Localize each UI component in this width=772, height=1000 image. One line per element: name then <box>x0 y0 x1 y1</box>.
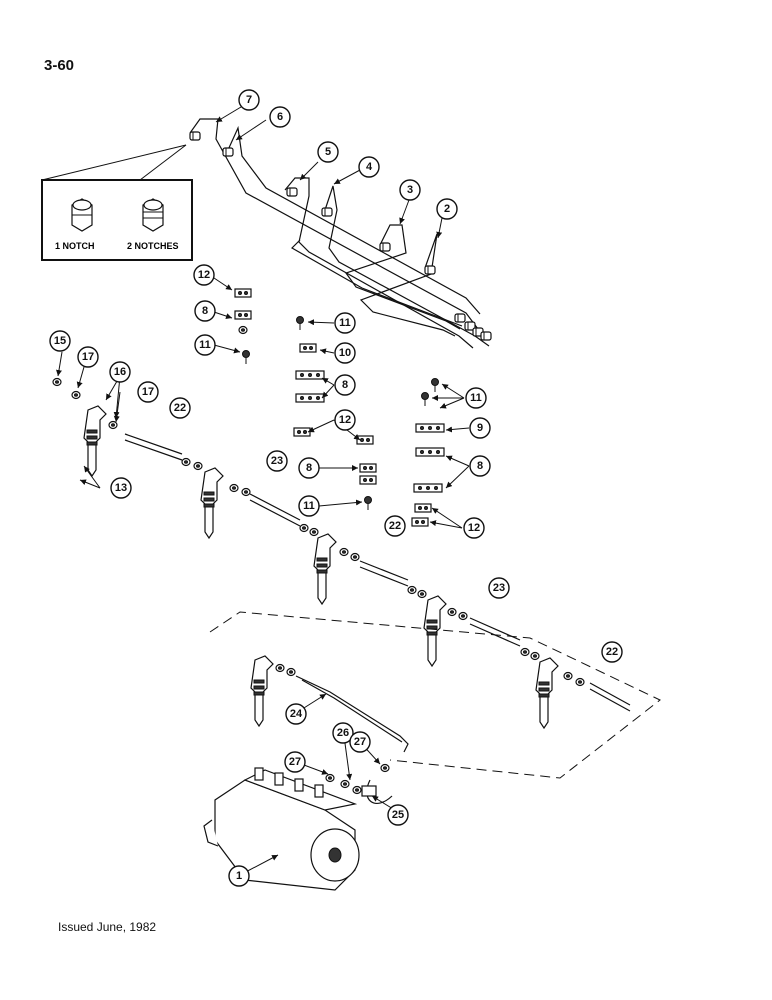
callout-3: 3 <box>399 179 421 201</box>
svg-text:1: 1 <box>236 870 242 882</box>
callout-9: 9 <box>469 417 491 439</box>
callout-11-center: 11 <box>334 312 356 334</box>
svg-text:5: 5 <box>325 146 331 158</box>
svg-text:22: 22 <box>389 520 401 532</box>
svg-text:12: 12 <box>468 522 480 534</box>
callout-24: 24 <box>285 703 307 725</box>
callout-11-lower: 11 <box>298 495 320 517</box>
inset-label-two-notches: 2 NOTCHES <box>127 241 179 251</box>
callout-15: 15 <box>49 330 71 352</box>
callout-25: 25 <box>387 804 409 826</box>
callout-11-right: 11 <box>465 387 487 409</box>
svg-text:12: 12 <box>339 414 351 426</box>
svg-text:26: 26 <box>337 727 349 739</box>
svg-text:13: 13 <box>115 482 127 494</box>
issue-date: Issued June, 1982 <box>58 920 157 934</box>
callout-6: 6 <box>269 106 291 128</box>
svg-text:11: 11 <box>199 339 211 351</box>
svg-text:7: 7 <box>246 94 252 106</box>
svg-text:22: 22 <box>174 402 186 414</box>
callout-5: 5 <box>317 141 339 163</box>
svg-text:6: 6 <box>277 111 283 123</box>
svg-text:11: 11 <box>470 392 482 404</box>
svg-text:25: 25 <box>392 809 404 821</box>
svg-text:11: 11 <box>303 500 315 512</box>
callout-8-left: 8 <box>194 300 216 322</box>
callout-12-top: 12 <box>193 264 215 286</box>
callout-8-right: 8 <box>469 455 491 477</box>
callout-12-right: 12 <box>463 517 485 539</box>
svg-text:10: 10 <box>339 347 351 359</box>
svg-text:4: 4 <box>366 161 373 173</box>
callout-26: 26 <box>332 722 354 744</box>
callout-22-right: 22 <box>601 641 623 663</box>
one-notch-nut-icon <box>71 198 93 232</box>
svg-text:8: 8 <box>342 379 348 391</box>
svg-text:2: 2 <box>444 203 450 215</box>
svg-text:23: 23 <box>493 582 505 594</box>
callout-23-right: 23 <box>488 577 510 599</box>
svg-text:16: 16 <box>114 366 126 378</box>
callout-7: 7 <box>238 89 260 111</box>
callout-10: 10 <box>334 342 356 364</box>
page-number: 3-60 <box>44 57 75 74</box>
svg-text:12: 12 <box>198 269 210 281</box>
svg-text:8: 8 <box>477 460 483 472</box>
svg-text:17: 17 <box>82 351 94 363</box>
callout-17-right: 17 <box>137 381 159 403</box>
callout-23-left: 23 <box>266 450 288 472</box>
svg-text:11: 11 <box>339 317 351 329</box>
callout-12-center: 12 <box>334 409 356 431</box>
cylinder-routing-outline <box>209 611 661 779</box>
callout-11-left: 11 <box>194 334 216 356</box>
callout-27-right: 27 <box>349 731 371 753</box>
callout-16: 16 <box>109 361 131 383</box>
svg-text:15: 15 <box>54 335 66 347</box>
svg-text:27: 27 <box>289 756 301 768</box>
svg-text:8: 8 <box>202 305 208 317</box>
callout-22-left: 22 <box>169 397 191 419</box>
callout-4: 4 <box>358 156 380 178</box>
callout-1: 1 <box>228 865 250 887</box>
injection-lines <box>189 118 492 349</box>
svg-text:24: 24 <box>290 708 303 720</box>
callout-2: 2 <box>436 198 458 220</box>
svg-text:17: 17 <box>142 386 154 398</box>
svg-text:3: 3 <box>407 184 413 196</box>
callout-8-lower: 8 <box>298 457 320 479</box>
callout-17-left: 17 <box>77 346 99 368</box>
callout-27-left: 27 <box>284 751 306 773</box>
svg-text:8: 8 <box>306 462 312 474</box>
callout-13: 13 <box>110 477 132 499</box>
two-notch-nut-icon <box>142 198 164 232</box>
callout-8-center: 8 <box>334 374 356 396</box>
svg-text:27: 27 <box>354 736 366 748</box>
injection-pump <box>203 767 360 891</box>
svg-text:9: 9 <box>477 422 483 434</box>
svg-text:23: 23 <box>271 455 283 467</box>
inset-label-one-notch: 1 NOTCH <box>55 241 95 251</box>
svg-text:22: 22 <box>606 646 618 658</box>
callout-22-center: 22 <box>384 515 406 537</box>
leader-lines <box>56 106 470 876</box>
notch-inset: 1 NOTCH 2 NOTCHES <box>41 144 193 261</box>
